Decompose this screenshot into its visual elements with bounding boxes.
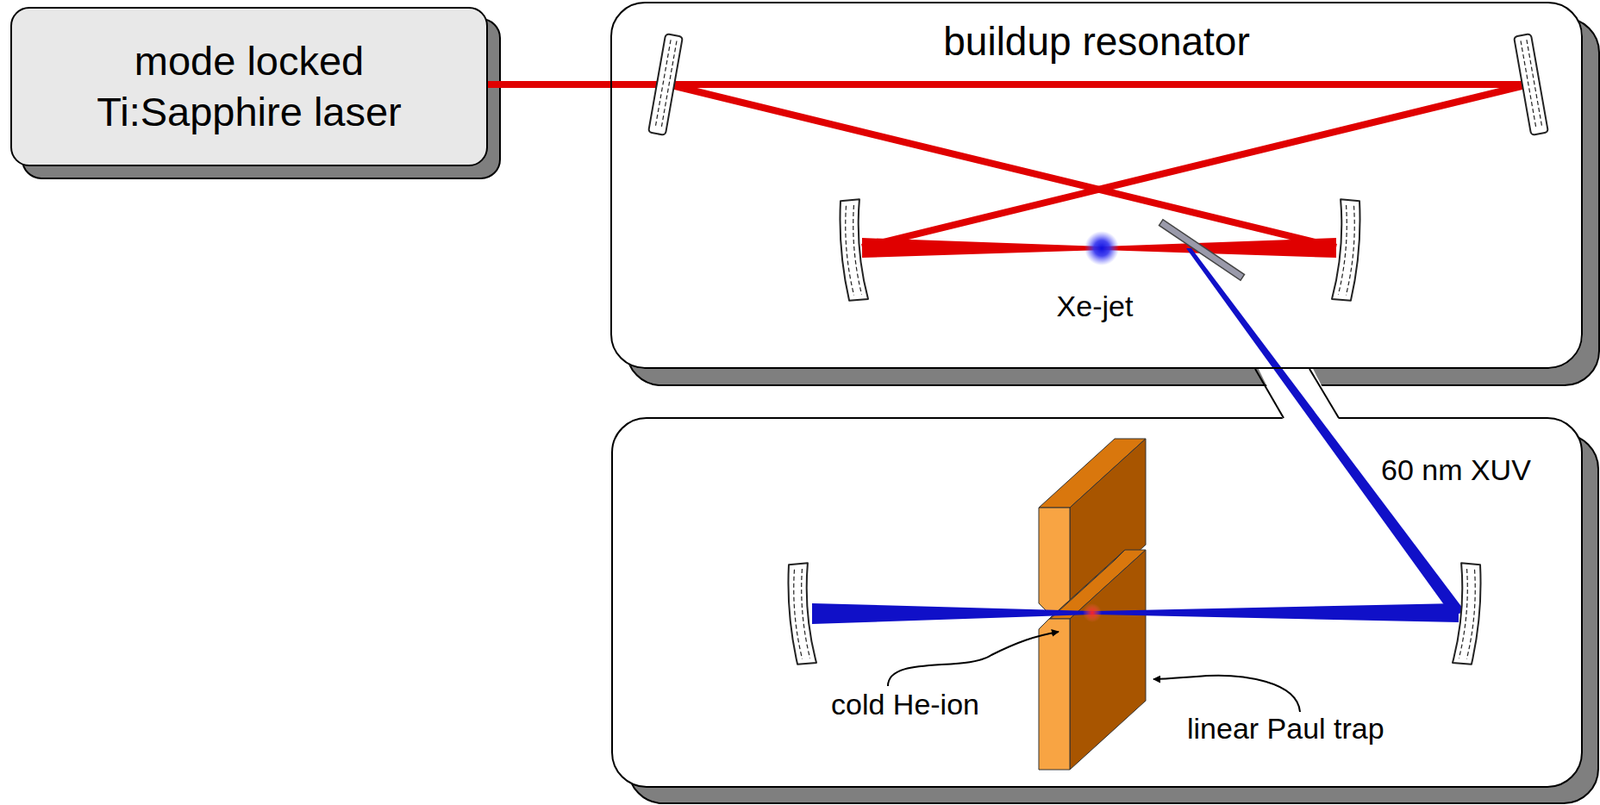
laser-beam (668, 84, 1337, 248)
trap-electrode (1069, 550, 1146, 770)
part-label: linear Paul trap (1187, 712, 1385, 746)
curved-mirror (1331, 199, 1363, 301)
trap-chamber (612, 418, 1582, 788)
trap-electrode (1038, 618, 1070, 770)
beam-tube-wall (1309, 368, 1339, 419)
curved-mirror (837, 199, 869, 301)
curved-mirror (1452, 562, 1484, 665)
xuv-beam (1186, 248, 1466, 616)
part-label: cold He-ion (831, 687, 980, 722)
laser-box: mode locked Ti:Sapphire laser (10, 6, 488, 167)
part-label: Xe-jet (1056, 289, 1134, 324)
xe-jet (1084, 231, 1119, 266)
flat-mirror (648, 33, 683, 136)
trap-electrode (1038, 507, 1070, 614)
laser-beam (487, 81, 611, 88)
node-title: mode locked Ti:Sapphire laser (51, 36, 447, 138)
cold-ion (1082, 603, 1102, 623)
output-coupler-plate (1159, 219, 1245, 281)
curved-mirror (785, 562, 817, 665)
leader-arrow (1153, 675, 1300, 713)
resonator-ground (610, 1, 1583, 369)
leader-arrow (887, 631, 1059, 687)
laser-beam (862, 84, 1529, 248)
node-title: buildup resonator (943, 17, 1250, 68)
beam-label: 60 nm XUV (1381, 453, 1532, 488)
flat-mirror (1513, 33, 1549, 136)
laser-beam (665, 81, 1532, 88)
xuv-beam (812, 603, 1459, 625)
